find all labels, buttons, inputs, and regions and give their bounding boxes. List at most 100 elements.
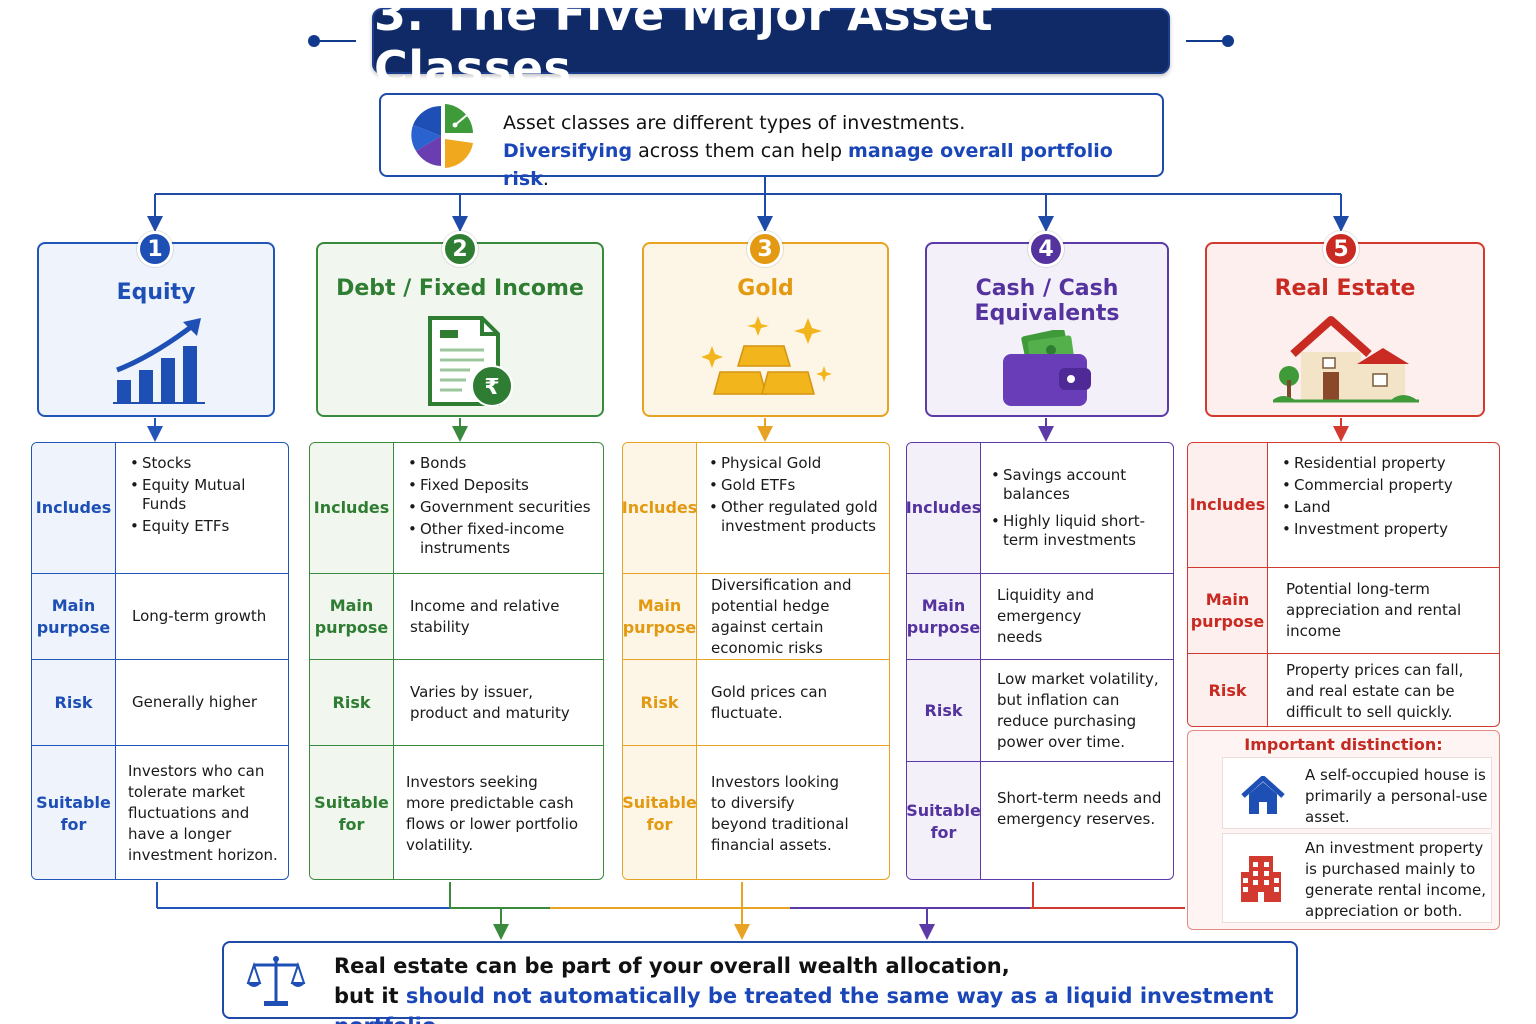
badge-5: 5 [1323,231,1359,267]
card-real-estate: Real Estate [1205,242,1485,417]
row-body-purpose: Potential long-term appreciation and ren… [1286,580,1462,640]
intro-line-1: Asset classes are different types of inv… [503,112,966,134]
row-body-includes: Physical Gold Gold ETFs Other regulated … [709,443,889,573]
list-item: Equity ETFs [130,517,284,536]
label-suitable: Suitable [36,792,111,812]
badge-1: 1 [137,231,173,267]
table-gold: Includes Physical Gold Gold ETFs Other r… [622,442,890,880]
title-connector-left [318,40,356,42]
list-item: Physical Gold [709,454,885,473]
label-suitable: Suitable [314,792,389,812]
distinction-item-self-occupied: A self-occupied house is primarily a per… [1222,757,1492,829]
list-item: Other regulated gold investment products [709,498,885,536]
list-item: Government securities [408,498,599,517]
label-main: Main [637,595,682,615]
distinction-text-1: A self-occupied house is primarily a per… [1305,766,1488,826]
row-body-risk: Gold prices can fluctuate. [711,682,828,722]
list-item: Equity Mutual Funds [130,476,284,514]
card-title-equity: Equity [116,280,196,305]
page-title-banner: 3. The Five Major Asset Classes [372,0,1170,95]
card-title-real-estate: Real Estate [1274,276,1416,301]
label-for: for [646,814,673,834]
table-debt: Includes Bonds Fixed Deposits Government… [309,442,604,880]
intro-highlight-diversifying: Diversifying [503,140,633,162]
row-label-risk: Risk [907,660,981,761]
table-row: Risk Property prices can fall, and real … [1188,653,1499,726]
label-main: Main [51,595,96,615]
list-item: Stocks [130,454,284,473]
table-row: Includes Physical Gold Gold ETFs Other r… [623,443,889,573]
table-row: Includes Stocks Equity Mutual Funds Equi… [32,443,288,573]
important-distinction-box: Important distinction: A self-occupied h… [1187,730,1500,930]
document-rupee-icon: ₹ [428,316,513,407]
label-for: for [338,814,365,834]
row-label-risk: Risk [1188,654,1268,726]
home-icon [1241,776,1285,814]
card-cash: Cash / Cash Equivalents [925,242,1169,417]
balance-scale-icon [246,956,306,1006]
row-label-includes: Includes [310,443,394,573]
row-body-purpose: Diversification and potential hedge agai… [711,575,852,657]
page-title: 3. The Five Major Asset Classes [374,0,994,95]
label-purpose: purpose [1190,611,1265,631]
label-purpose: purpose [314,617,389,637]
table-row: Risk Generally higher [32,659,288,745]
row-body-suitable: Short-term needs and emergency reserves. [997,789,1162,828]
row-body-includes: Stocks Equity Mutual Funds Equity ETFs [130,443,288,573]
card-title-debt: Debt / Fixed Income [336,276,584,301]
row-body-includes: Residential property Commercial property… [1282,443,1499,567]
card-title-cash-line-2: Equivalents [974,301,1120,326]
table-row: Includes Savings account balances Highly… [907,443,1173,573]
list-item: Investment property [1282,520,1453,539]
distinction-title: Important distinction: [1244,735,1443,754]
row-body-risk: Property prices can fall, and real estat… [1286,660,1464,721]
list-item: Commercial property [1282,476,1453,495]
bottom-highlight: should not automatically be treated the … [334,984,1274,1024]
label-suitable: Suitable [906,800,981,820]
growth-chart-icon [113,318,205,404]
gold-bars-icon [702,316,832,395]
row-body-risk: Varies by issuer, product and maturity [410,682,570,722]
badge-2: 2 [442,231,478,267]
intro-box: Asset classes are different types of inv… [379,93,1164,190]
row-label-includes: Includes [623,443,697,573]
intro-line-2-mid: across them can help [632,140,849,162]
row-label-risk: Risk [310,660,394,745]
table-row: Risk Low market volatility, but inflatio… [907,659,1173,761]
label-purpose: purpose [906,617,981,637]
label-suitable: Suitable [622,792,697,812]
list-item: Bonds [408,454,599,473]
label-for: for [60,814,87,834]
list-item: Highly liquid short-term investments [991,512,1169,550]
row-label-includes: Includes [1188,443,1268,567]
row-body-suitable: Investors seeking more predictable cash … [406,772,579,854]
row-body-includes: Bonds Fixed Deposits Government securiti… [408,443,603,573]
badge-4: 4 [1028,231,1064,267]
wallet-icon [1003,330,1091,406]
intro-text: Asset classes are different types of inv… [503,109,1162,193]
distinction-item-investment: An investment property is purchased main… [1222,833,1492,923]
table-equity: Includes Stocks Equity Mutual Funds Equi… [31,442,289,880]
row-body-purpose: Liquidity and emergency needs [997,586,1095,646]
list-item: Land [1282,498,1453,517]
label-main: Main [329,595,374,615]
card-title-cash-line-1: Cash / Cash [975,276,1119,301]
bottom-note-text: Real estate can be part of your overall … [334,951,1296,1024]
row-body-purpose: Long-term growth [132,607,267,625]
label-main: Main [1205,589,1250,609]
table-real-estate: Includes Residential property Commercial… [1187,442,1500,727]
card-gold: Gold [642,242,889,417]
title-dot-left [308,35,320,47]
